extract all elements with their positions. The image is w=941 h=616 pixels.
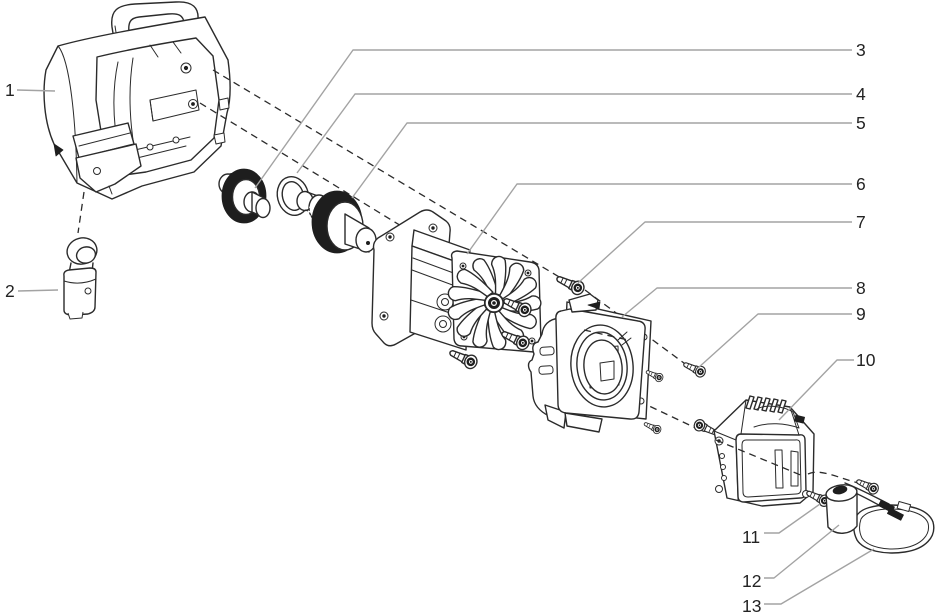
callout-label-1: 1 bbox=[5, 80, 15, 100]
callout-label-5: 5 bbox=[856, 113, 866, 133]
part-9-screw bbox=[680, 358, 709, 380]
callout-label-11: 11 bbox=[742, 527, 760, 547]
part-2-rod-slider bbox=[63, 237, 98, 320]
leader-11 bbox=[764, 503, 821, 534]
callout-label-9: 9 bbox=[856, 304, 866, 324]
part-3-pulley bbox=[218, 168, 271, 224]
part-13-cord-loop bbox=[840, 482, 935, 554]
callout-label-2: 2 bbox=[5, 281, 15, 301]
callout-label-3: 3 bbox=[856, 40, 866, 60]
socket-screw bbox=[641, 418, 664, 436]
leader-1 bbox=[16, 89, 56, 92]
part-5-gear-shaft bbox=[296, 190, 377, 254]
leader-6 bbox=[466, 183, 852, 255]
leader-12 bbox=[764, 524, 840, 579]
leader-5 bbox=[351, 122, 852, 199]
part-1-housing-cover bbox=[43, 1, 231, 200]
callout-labels: 1 2 3 4 5 6 7 8 9 10 11 12 13 bbox=[5, 40, 876, 616]
callout-label-13: 13 bbox=[742, 596, 761, 616]
leader-2 bbox=[17, 289, 59, 292]
callout-label-6: 6 bbox=[856, 174, 866, 194]
callout-label-8: 8 bbox=[856, 278, 866, 298]
leader-7 bbox=[577, 221, 852, 284]
leader-4 bbox=[296, 93, 852, 174]
socket-screw bbox=[553, 270, 588, 298]
leader-3 bbox=[254, 49, 852, 189]
axis-to-right-screw bbox=[807, 471, 863, 485]
callout-label-10: 10 bbox=[856, 350, 876, 370]
callout-leaders bbox=[16, 49, 875, 605]
callout-label-12: 12 bbox=[742, 571, 761, 591]
leader-9 bbox=[697, 313, 852, 369]
part-6-motor-with-fan bbox=[371, 209, 544, 353]
part-12-capacitor bbox=[825, 484, 858, 534]
leader-8 bbox=[621, 287, 852, 318]
leader-10 bbox=[778, 359, 854, 421]
leader-13 bbox=[764, 548, 875, 605]
part-10-control-module bbox=[691, 395, 815, 507]
callout-label-4: 4 bbox=[856, 84, 866, 104]
part-8-motor-bracket bbox=[527, 293, 666, 436]
callout-label-7: 7 bbox=[856, 212, 866, 232]
